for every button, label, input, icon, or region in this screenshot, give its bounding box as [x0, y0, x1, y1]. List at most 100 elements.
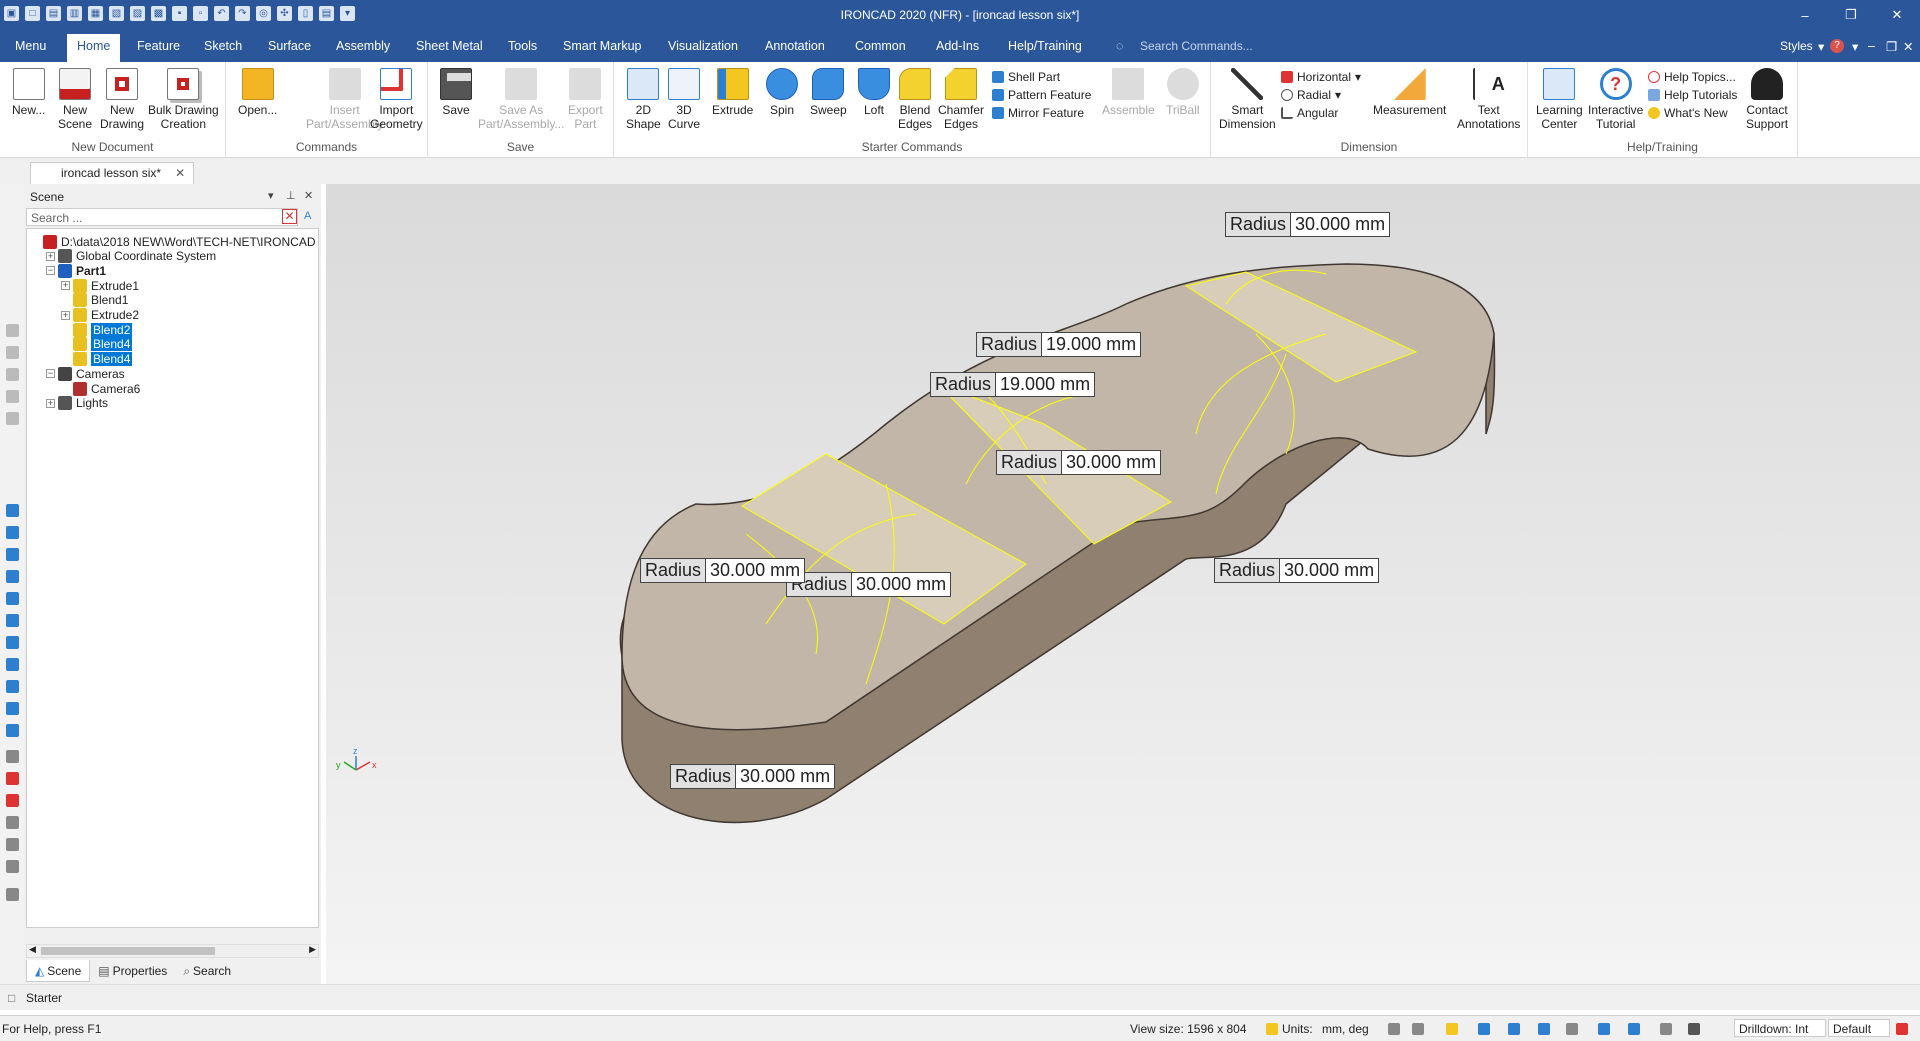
- wedge-shape-icon[interactable]: [6, 614, 19, 627]
- new-scene-button[interactable]: New Scene: [58, 68, 92, 131]
- tab-properties[interactable]: ▤Properties: [98, 964, 168, 978]
- scrollbar-thumb[interactable]: [41, 947, 215, 955]
- units-value[interactable]: mm, deg: [1322, 1022, 1369, 1036]
- triball-button[interactable]: TriBall: [1166, 68, 1200, 117]
- dimension-value[interactable]: 19.000 mm: [1000, 374, 1091, 394]
- angle-tool-icon[interactable]: [6, 816, 19, 829]
- render-mode-icon[interactable]: [1478, 1023, 1490, 1035]
- pointer-icon[interactable]: [1660, 1023, 1672, 1035]
- blend-edges-button[interactable]: Blend Edges: [898, 68, 932, 131]
- text-tool-icon[interactable]: [6, 888, 19, 901]
- tab-visualization[interactable]: Visualization: [668, 39, 738, 53]
- tab-smart-markup[interactable]: Smart Markup: [563, 39, 642, 53]
- help-tutorials-button[interactable]: Help Tutorials: [1648, 88, 1737, 102]
- help-topics-button[interactable]: Help Topics...: [1648, 70, 1736, 84]
- tree-node[interactable]: D:\data\2018 NEW\Word\TECH-NET\IRONCAD V…: [31, 233, 318, 250]
- tab-sketch[interactable]: Sketch: [204, 39, 243, 53]
- document-tab[interactable]: ironcad lesson six*✕: [30, 162, 195, 184]
- tree-node[interactable]: Blend1: [61, 292, 128, 309]
- new-icon[interactable]: □: [25, 6, 40, 21]
- save-as-icon[interactable]: ▪: [172, 6, 187, 21]
- render-icon[interactable]: ◎: [256, 6, 271, 21]
- loft-button[interactable]: Loft: [858, 68, 890, 117]
- axis-icon[interactable]: [1508, 1023, 1520, 1035]
- learning-center-button[interactable]: Learning Center: [1536, 68, 1583, 131]
- cone-shape-icon[interactable]: [6, 548, 19, 561]
- triball-icon[interactable]: ✣: [277, 6, 292, 21]
- measure-tool-icon[interactable]: [6, 750, 19, 763]
- tab-common[interactable]: Common: [855, 39, 906, 53]
- drilldown-dropdown[interactable]: Drilldown: Int: [1734, 1019, 1826, 1037]
- contact-support-button[interactable]: Contact Support: [1746, 68, 1788, 131]
- styles-dropdown[interactable]: Styles: [1780, 39, 1813, 53]
- zoom-dropdown-icon[interactable]: [1412, 1023, 1424, 1035]
- doc-close-icon[interactable]: ✕: [1903, 40, 1914, 54]
- bulk-drawing-button[interactable]: Bulk Drawing Creation: [148, 68, 219, 131]
- new-button[interactable]: New...: [12, 68, 45, 117]
- tool-icon-5[interactable]: [6, 412, 19, 425]
- close-pane-icon[interactable]: ✕: [304, 190, 314, 202]
- import-geometry-button[interactable]: Import Geometry: [370, 68, 423, 131]
- pane-menu-icon[interactable]: ▾: [268, 190, 274, 202]
- drawing-icon-2[interactable]: ▦: [88, 6, 103, 21]
- filter-icon[interactable]: A: [304, 210, 312, 222]
- customize-icon[interactable]: ▾: [340, 6, 355, 21]
- shell-part-button[interactable]: Shell Part: [992, 70, 1060, 84]
- dimension-value[interactable]: 30.000 mm: [1295, 214, 1386, 234]
- export-part-button[interactable]: Export Part: [568, 68, 603, 131]
- redo-icon[interactable]: ↷: [235, 6, 250, 21]
- cursor-icon[interactable]: [1688, 1023, 1700, 1035]
- expand-icon[interactable]: +: [61, 280, 70, 291]
- tab-search[interactable]: ⌕Search: [183, 963, 232, 979]
- expand-icon[interactable]: +: [61, 309, 70, 320]
- layers-icon[interactable]: [1628, 1023, 1640, 1035]
- tree-node[interactable]: −Part1: [46, 262, 106, 279]
- tab-add-ins[interactable]: Add-Ins: [936, 39, 980, 53]
- mirror-feature-button[interactable]: Mirror Feature: [992, 106, 1084, 120]
- pin-icon[interactable]: ⊥: [286, 190, 296, 202]
- chamfer-edges-button[interactable]: Chamfer Edges: [938, 68, 984, 131]
- collapse-icon[interactable]: −: [46, 265, 55, 276]
- new-drawing-button[interactable]: New Drawing: [100, 68, 144, 131]
- tree-node[interactable]: +Global Coordinate System: [46, 248, 216, 265]
- tree-node[interactable]: Camera6: [61, 380, 140, 397]
- tool-icon-4[interactable]: [6, 390, 19, 403]
- ribbon-options-icon[interactable]: ▾: [1852, 40, 1859, 54]
- sweep-button[interactable]: Sweep: [810, 68, 847, 117]
- whats-new-button[interactable]: What's New: [1648, 106, 1728, 120]
- scroll-left-icon[interactable]: ◀: [29, 944, 36, 954]
- tab-help-training[interactable]: Help/Training: [1008, 39, 1082, 53]
- new-scene-icon[interactable]: ▤: [46, 6, 61, 21]
- angular-button[interactable]: Angular: [1281, 106, 1338, 120]
- assemble-button[interactable]: Assemble: [1102, 68, 1155, 117]
- scene-search-input[interactable]: Search ...: [26, 208, 298, 226]
- close-tab-icon[interactable]: ✕: [175, 166, 186, 180]
- collapse-icon[interactable]: −: [46, 368, 55, 379]
- save-as-button[interactable]: Save As Part/Assembly...: [478, 68, 564, 131]
- dimension-value[interactable]: 30.000 mm: [1284, 560, 1375, 580]
- drawing-icon[interactable]: ▥: [67, 6, 82, 21]
- dimension-value[interactable]: 30.000 mm: [1066, 452, 1157, 472]
- app-icon[interactable]: ▣: [4, 6, 19, 21]
- close-button[interactable]: ✕: [1891, 7, 1903, 22]
- curves-icon[interactable]: [1566, 1023, 1578, 1035]
- view-triad[interactable]: x z y: [336, 746, 377, 771]
- tab-home[interactable]: Home: [67, 34, 121, 62]
- dimension-tool-icon[interactable]: [6, 794, 19, 807]
- dimension-value[interactable]: 30.000 mm: [710, 560, 801, 580]
- scroll-right-icon[interactable]: ▶: [309, 944, 316, 954]
- export-icon[interactable]: ▫: [193, 6, 208, 21]
- doc-minimize-icon[interactable]: –: [1868, 39, 1875, 53]
- measurement-button[interactable]: Measurement: [1373, 68, 1446, 117]
- image-icon[interactable]: ▧: [109, 6, 124, 21]
- select-mode-icon[interactable]: [1446, 1023, 1458, 1035]
- cube-icon[interactable]: [1598, 1023, 1610, 1035]
- undo-icon[interactable]: ↶: [214, 6, 229, 21]
- viewport-canvas[interactable]: x z y: [326, 184, 1920, 984]
- save-icon[interactable]: ▩: [151, 6, 166, 21]
- tree-node[interactable]: +Extrude2: [61, 307, 139, 324]
